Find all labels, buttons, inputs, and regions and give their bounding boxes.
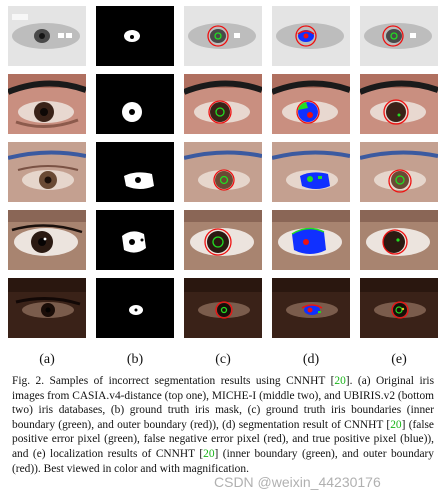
image-r1-cnnht-segmentation (272, 6, 350, 66)
caption-text-3: ] (false positive error pixel (green), f… (12, 418, 434, 460)
image-r2-cnnht-localization (360, 74, 438, 134)
column-label-d: (d) (302, 352, 320, 367)
caption-text-4: ] (inner boundary (green), and outer bou… (12, 447, 435, 475)
caption-text-1: Fig. 2. Samples of incorrect segmentatio… (12, 375, 335, 387)
citation-link-1[interactable]: 20 (334, 375, 346, 387)
image-r1-mask (96, 6, 174, 66)
watermark: CSDN @weixin_44230176 (214, 474, 381, 490)
image-r5-gt-boundaries (184, 278, 262, 338)
column-label-b: (b) (126, 352, 144, 367)
image-r3-gt-boundaries (184, 142, 262, 202)
image-r3-cnnht-segmentation (272, 142, 350, 202)
column-label-a: (a) (39, 352, 55, 367)
image-r2-mask (96, 74, 174, 134)
citation-link-3[interactable]: 20 (203, 447, 215, 460)
image-r4-cnnht-segmentation (272, 210, 350, 270)
image-r4-gt-boundaries (184, 210, 262, 270)
image-r4-original (8, 210, 86, 270)
image-grid (8, 6, 438, 338)
image-r3-cnnht-localization (360, 142, 438, 202)
image-r2-cnnht-segmentation (272, 74, 350, 134)
image-r2-gt-boundaries (184, 74, 262, 134)
image-r3-original (8, 142, 86, 202)
image-r5-mask (96, 278, 174, 338)
image-r1-gt-boundaries (184, 6, 262, 66)
image-r1-cnnht-localization (360, 6, 438, 66)
image-r5-cnnht-segmentation (272, 278, 350, 338)
column-labels: (a) (b) (c) (d) (e) (8, 351, 438, 369)
citation-link-2[interactable]: 20 (390, 418, 402, 431)
column-label-e: (e) (391, 352, 407, 367)
column-label-c: (c) (215, 352, 231, 367)
image-r3-mask (96, 142, 174, 202)
caption-text-2: ]. (a) Original iris images from CASIA.v… (12, 375, 434, 431)
image-r2-original (8, 74, 86, 134)
figure-caption: Fig. 2. Samples of incorrect segmentatio… (12, 374, 434, 476)
image-r4-mask (96, 210, 174, 270)
image-r5-original (8, 278, 86, 338)
image-r5-cnnht-localization (360, 278, 438, 338)
image-r1-original (8, 6, 86, 66)
image-r4-cnnht-localization (360, 210, 438, 270)
